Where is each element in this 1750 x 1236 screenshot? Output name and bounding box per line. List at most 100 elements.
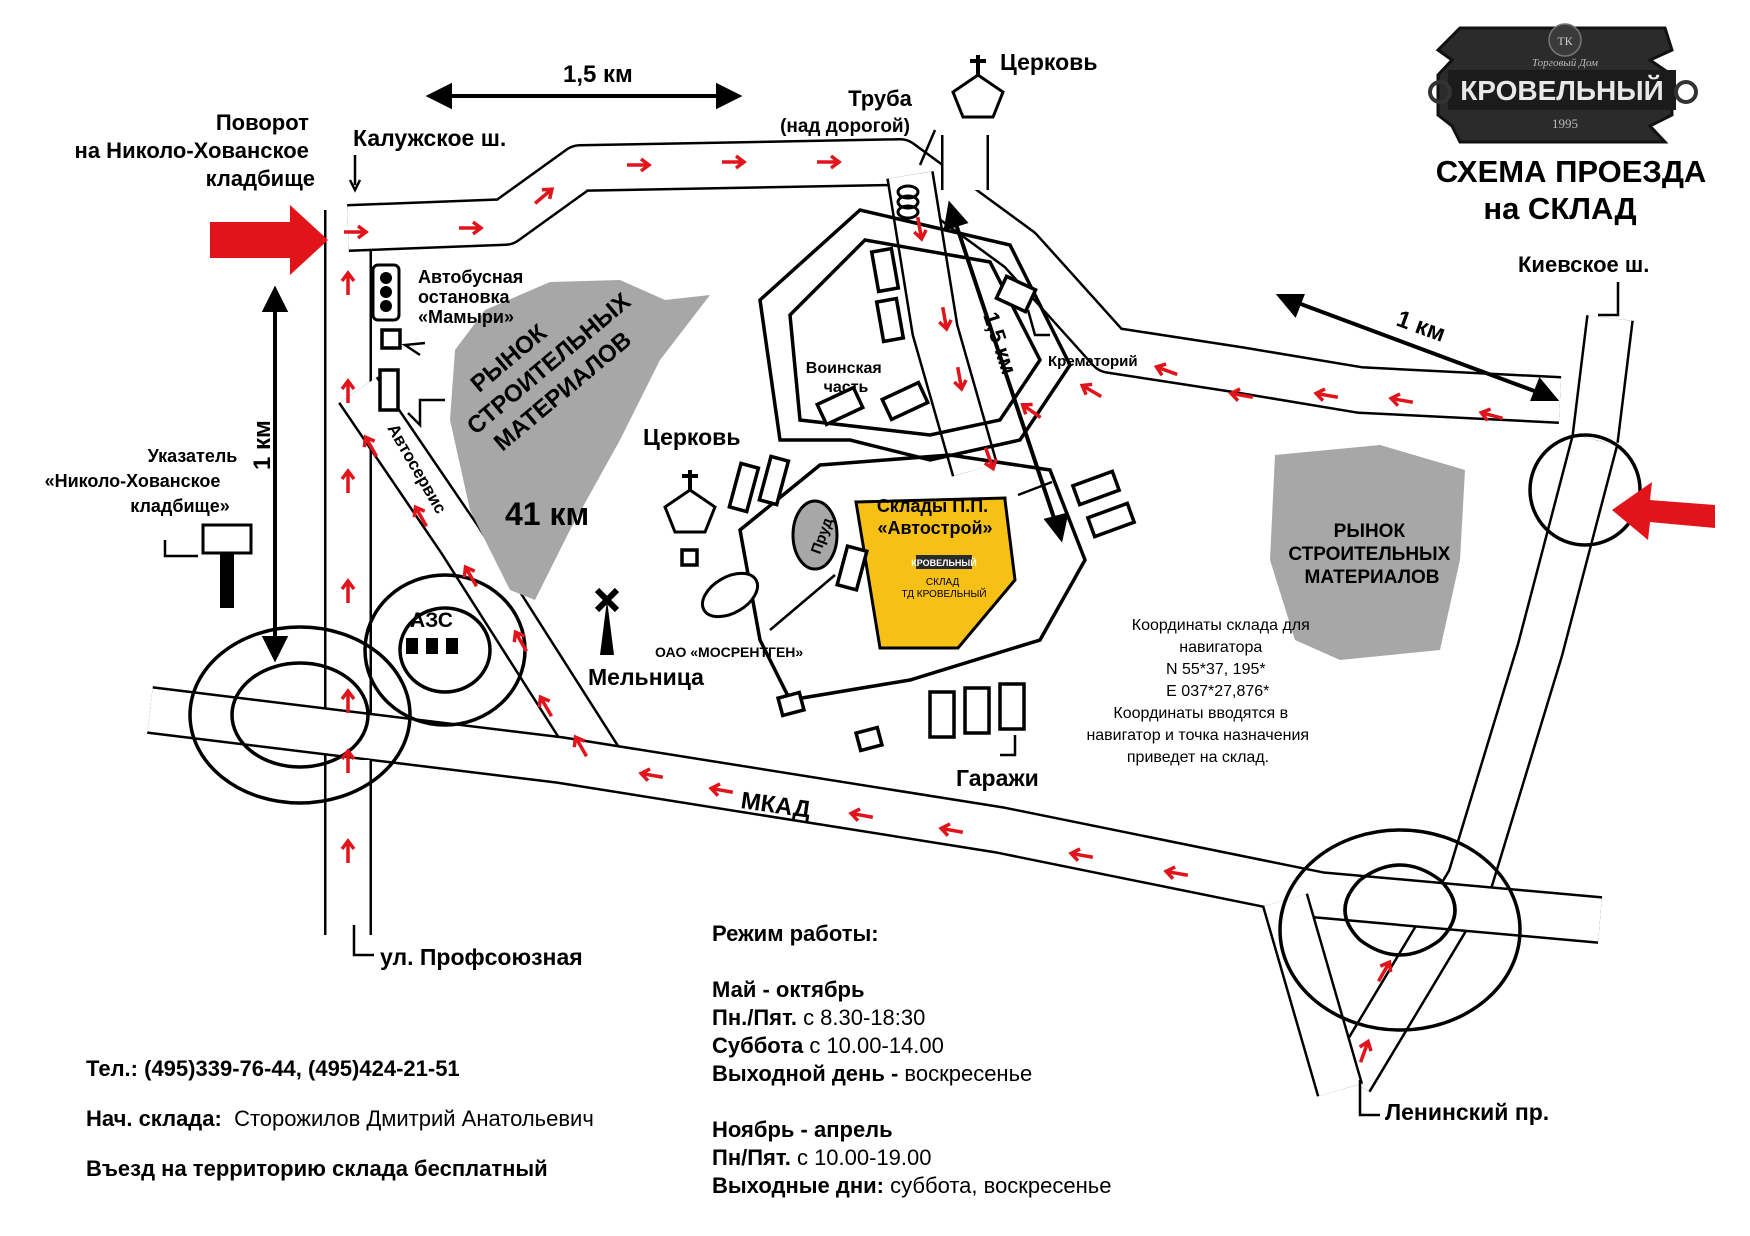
distance-left: 1 км (249, 420, 276, 470)
market-left: РЫНОК СТРОИТЕЛЬНЫХ МАТЕРИАЛОВ 41 км (450, 280, 710, 600)
fuel-pump-icon (406, 638, 418, 654)
azs-label: АЗС (410, 609, 453, 632)
church-center-icon (663, 470, 717, 534)
route-arrow-icon (1068, 847, 1094, 862)
warehouse-title-1: Склады П.П. (877, 496, 988, 516)
kievskoe-label: Киевское ш. (1518, 252, 1649, 277)
entry-arrow-right-icon (1612, 482, 1715, 540)
logo-top-text: Торговый Дом (1532, 57, 1598, 69)
mill-icon (594, 587, 620, 655)
route-arrow-icon (340, 688, 356, 713)
route-arrow-icon (1079, 382, 1103, 399)
summer-off-value: воскресенье (904, 1061, 1033, 1086)
route-arrow-icon (572, 734, 589, 758)
market-right-line2: СТРОИТЕЛЬНЫХ (1288, 544, 1450, 565)
bus-stop-label-3: «Мамыри» (418, 307, 514, 327)
route-arrow-icon (708, 782, 734, 797)
route-arrow-icon (953, 366, 968, 392)
coords-line-3: N 55*37, 195* (1166, 661, 1266, 678)
route-arrow-icon (340, 838, 356, 863)
coords-line-6: навигатор и точка назначения (1086, 727, 1309, 744)
chief-line: Нач. склада: Сторожилов Дмитрий Анатолье… (86, 1105, 594, 1133)
garages-label: Гаражи (956, 765, 1039, 791)
warehouse-sub-2: ТД КРОВЕЛЬНЫЙ (901, 587, 986, 600)
bus-stop-label-1: Автобусная (418, 267, 523, 287)
traffic-light-icon (371, 263, 401, 322)
leninsky-label: Ленинский пр. (1385, 1099, 1549, 1125)
truba-label: Труба (848, 86, 913, 111)
market-right: РЫНОК СТРОИТЕЛЬНЫХ МАТЕРИАЛОВ (1270, 445, 1465, 660)
schedule-block: Режим работы: Май - октябрь Пн./Пят. с 8… (712, 920, 1111, 1200)
gas-station: АЗС (406, 609, 458, 654)
winter-title: Ноябрь - апрель (712, 1117, 893, 1142)
schedule-title: Режим работы: (712, 921, 879, 946)
page-title-line1: СХЕМА ПРОЕЗДА (1436, 154, 1707, 189)
church-center-label: Церковь (643, 424, 740, 450)
svg-text:Поворот на Николо-Хованско: Поворот на Николо-Хованское кладбище (75, 110, 315, 191)
route-arrow-icon (817, 154, 842, 170)
route-arrow-icon (1153, 362, 1178, 377)
warehouse-logo: КРОВЕЛЬНЫЙ (911, 557, 976, 568)
warehouse-sub-1: СКЛАД (926, 577, 960, 588)
summer-weekday: Пн./Пят. с 8.30-18:30 (712, 1004, 1111, 1032)
distance-markers (261, 82, 1560, 663)
route-arrow-icon (1020, 402, 1042, 419)
route-arrow-icon (533, 187, 555, 205)
coords-line-1: Координаты склада для (1132, 617, 1310, 634)
route-arrow-icon (913, 216, 928, 242)
page-title-line2: на СКЛАД (1483, 191, 1636, 226)
entry-line: Въезд на территорию склада бесплатный (86, 1155, 594, 1183)
svg-text:РЫНОК СТРОИТЕЛЬНЫХ: РЫНОК СТРОИТЕЛЬНЫХ МАТЕРИАЛОВ (1288, 521, 1455, 588)
route-arrow-icon (1163, 865, 1189, 880)
logo-name: КРОВЕЛЬНЫЙ (1460, 74, 1664, 106)
sign-post-icon (201, 523, 253, 608)
local-streets (738, 208, 1087, 702)
turn-label-1: Поворот (216, 110, 309, 135)
warehouse-title-2: «Автострой» (877, 518, 992, 538)
svg-text:Склады П.П. «Автострой»: Склады П.П. «Автострой» (877, 496, 993, 538)
pipe-icon (896, 184, 920, 220)
crematorium-label: Крематорий (1048, 353, 1138, 370)
fuel-pump-icon (446, 638, 458, 654)
sign-label-2: «Николо-Хованское (45, 471, 221, 491)
summer-weekday-value: с 8.30-18:30 (803, 1005, 926, 1030)
summer-sat-value: с 10.00-14.00 (809, 1033, 944, 1058)
winter-dayoff: Выходные дни: суббота, воскресенье (712, 1172, 1111, 1200)
route-arrow-icon (344, 224, 369, 240)
kaluzhskoe-label: Калужское ш. (353, 125, 506, 151)
route-arrow-icon (848, 807, 874, 822)
market-right-line1: РЫНОК (1334, 521, 1406, 542)
winter-weekday-label: Пн/Пят. (712, 1145, 791, 1170)
coords-line-4: E 037*27,876* (1166, 683, 1269, 700)
svg-text:Автобусная остановка «: Автобусная остановка «Мамыри» (418, 267, 528, 327)
summer-dayoff: Выходной день - воскресенье (712, 1060, 1111, 1088)
entry-text: Въезд на территорию склада бесплатный (86, 1156, 548, 1181)
route-arrow-icon (362, 434, 379, 458)
truba-sub-label: (над дорогой) (780, 116, 910, 137)
summer-off-label: Выходной день - (712, 1061, 899, 1086)
route-arrow-icon (722, 154, 747, 170)
route-arrow-icon (340, 468, 356, 493)
winter-off-value: суббота, воскресенье (890, 1173, 1112, 1198)
logo-emblem: ТК (1557, 34, 1573, 48)
contact-block: Тел.: (495)339-76-44, (495)424-21-51 Нач… (86, 1055, 594, 1183)
summer-sat-label: Суббота (712, 1033, 804, 1058)
route-arrow-icon (938, 306, 953, 332)
sign-label-1: Указатель (148, 446, 238, 466)
svg-text:Координаты склада для нави: Координаты склада для навигатора N 55*37… (1086, 617, 1314, 766)
km41-label: 41 км (505, 496, 589, 532)
route-arrow-icon (537, 694, 554, 718)
buildings (378, 246, 1137, 753)
chief-label: Нач. склада: (86, 1106, 222, 1131)
warehouse: Склады П.П. «Автострой» КРОВЕЛЬНЫЙ СКЛАД… (854, 496, 1017, 650)
pointer-lines (163, 129, 1620, 1117)
route-arrow-icon (1388, 392, 1414, 407)
turn-label-3: кладбище (206, 166, 315, 191)
coords-line-2: навигатора (1179, 639, 1262, 656)
phone-value: (495)339-76-44, (495)424-21-51 (144, 1056, 460, 1081)
company-logo: ТК Торговый Дом КРОВЕЛЬНЫЙ 1995 (1428, 23, 1698, 144)
svg-text:Воинская часть: Воинская часть (806, 360, 886, 396)
military-label-1: Воинская (806, 360, 882, 377)
route-arrow-icon (340, 578, 356, 603)
